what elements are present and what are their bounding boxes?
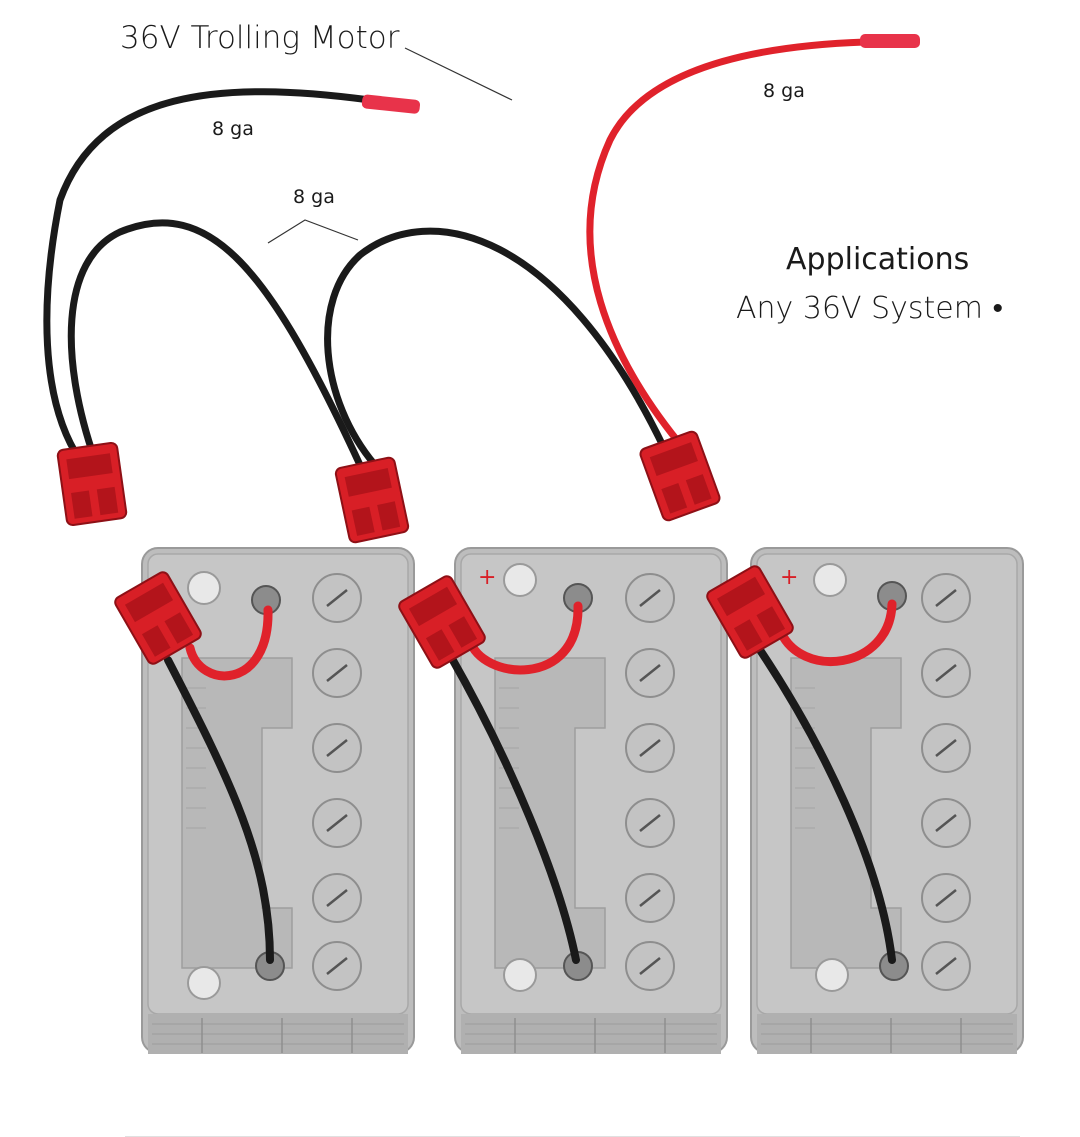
positive-post xyxy=(503,563,537,597)
negative-post xyxy=(187,966,221,1000)
gauge-label-jumpers: 8 ga xyxy=(293,186,335,208)
mounted-wires xyxy=(164,599,897,964)
battery-middle: + xyxy=(453,546,729,1056)
loose-wires xyxy=(43,38,869,469)
positive-post xyxy=(813,563,847,597)
connector-icon xyxy=(56,441,128,527)
connector-icon xyxy=(333,455,411,545)
battery-right: + xyxy=(749,546,1025,1056)
plus-mark: + xyxy=(478,565,496,590)
title-label: 36V Trolling Motor xyxy=(120,20,400,56)
connector-icon xyxy=(637,429,723,523)
negative-post xyxy=(815,958,849,992)
battery-left xyxy=(140,546,416,1056)
leader-lines xyxy=(267,47,513,244)
negative-post xyxy=(503,958,537,992)
positive-post xyxy=(187,571,221,605)
gauge-label-black-lead: 8 ga xyxy=(212,118,254,140)
applications-item: Any 36V System • xyxy=(736,291,1003,326)
ring-lug-black xyxy=(361,94,421,114)
plus-mark: + xyxy=(780,565,798,590)
applications-heading: Applications xyxy=(786,242,970,277)
ring-lug-red xyxy=(860,34,920,48)
gauge-label-red-lead: 8 ga xyxy=(763,80,805,102)
